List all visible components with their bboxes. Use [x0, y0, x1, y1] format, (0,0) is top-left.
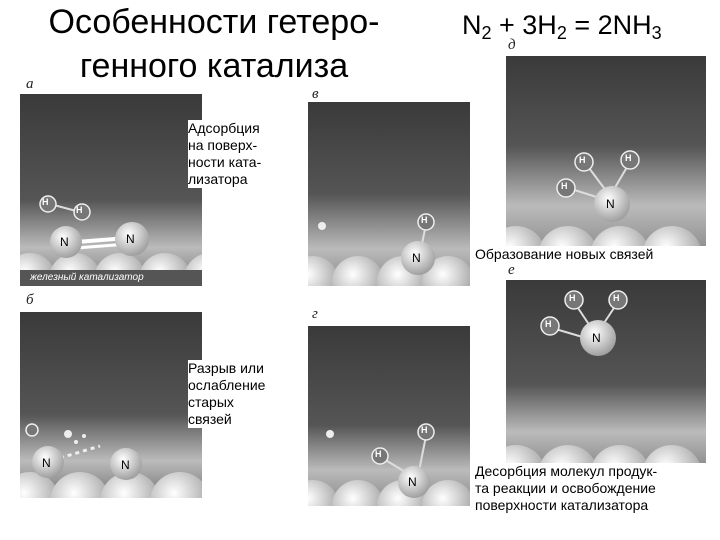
eq-n-sub: 2: [481, 23, 492, 43]
caption-formation: Образование новых связей: [475, 246, 709, 263]
panel-g-letter: г: [312, 306, 318, 322]
caption-desorption: Десорбция молекул продук- та реакции и о…: [475, 463, 715, 514]
eq-nh-sub: 3: [651, 23, 662, 43]
page-title: Особенности гетеро- генного катализа: [14, 0, 414, 88]
caption-line: связей: [188, 411, 232, 427]
n-atom-label: N: [408, 475, 417, 489]
caption-line: Десорбция молекул продук-: [475, 463, 658, 479]
caption-line: та реакции и освобождение: [475, 480, 656, 496]
title-line-1: Особенности гетеро-: [48, 3, 380, 41]
h-atom-label: H: [579, 155, 586, 165]
caption-line: Адсорбция: [188, 120, 260, 136]
caption-line: лизатора: [188, 171, 248, 187]
caption-line: старых: [188, 394, 234, 410]
eq-plus-h: + 3H: [491, 10, 557, 40]
n-atom-label: N: [60, 235, 69, 249]
n-atom-label: N: [126, 232, 135, 246]
caption-line: ослабление: [188, 377, 266, 393]
h-atom-label: H: [545, 319, 552, 329]
title-line-2: генного катализа: [79, 47, 349, 85]
h-atom-label: H: [375, 449, 382, 459]
panel-a-letter: а: [26, 76, 34, 92]
eq-nh: = 2NH: [566, 10, 652, 40]
h-atom-label: H: [625, 153, 632, 163]
panel-e: N H H H: [506, 280, 706, 470]
caption-line: на поверх-: [188, 137, 258, 153]
h-atom-label: H: [421, 425, 428, 435]
reaction-equation: N2 + 3H2 = 2NH3: [462, 10, 662, 44]
panel-d-letter: д: [508, 37, 516, 53]
n-atom: [115, 222, 149, 256]
panel-a-adsorption: H H N N железный катализатор: [20, 94, 202, 286]
caption-breaking: Разрыв или ослабление старых связей: [188, 360, 292, 428]
n-atom-label: N: [592, 331, 601, 345]
caption-line: ности ката-: [188, 154, 262, 170]
h-atom-label: H: [76, 205, 83, 215]
panel-v-letter: в: [312, 86, 319, 102]
h-atom-label: H: [561, 181, 568, 191]
panel-v: N H: [308, 102, 470, 286]
n-atom: [50, 226, 82, 258]
eq-h-sub: 2: [556, 23, 567, 43]
h-atom-label: H: [42, 197, 49, 207]
n-atom-label: N: [606, 197, 615, 211]
caption-line: Разрыв или: [188, 360, 264, 376]
caption-line: поверхности катализатора: [475, 497, 649, 513]
n-atom-label: N: [412, 251, 421, 265]
panel-d: N H H H: [506, 56, 706, 256]
eq-n: N: [462, 10, 482, 40]
panel-a-footer: железный катализатор: [30, 272, 144, 283]
caption-adsorption: Адсорбция на поверх- ности ката- лизатор…: [188, 120, 288, 188]
panel-b-letter: б: [26, 292, 34, 308]
h-atom-label: H: [421, 215, 428, 225]
n-atom-label: N: [42, 456, 51, 470]
h-atom-label: H: [569, 293, 576, 303]
n-atom-label: N: [121, 458, 130, 472]
h-atom-label: H: [613, 293, 620, 303]
panel-g: N H H: [308, 326, 470, 506]
panel-b-breaking: N N: [20, 312, 202, 498]
panel-e-letter: е: [508, 262, 515, 278]
